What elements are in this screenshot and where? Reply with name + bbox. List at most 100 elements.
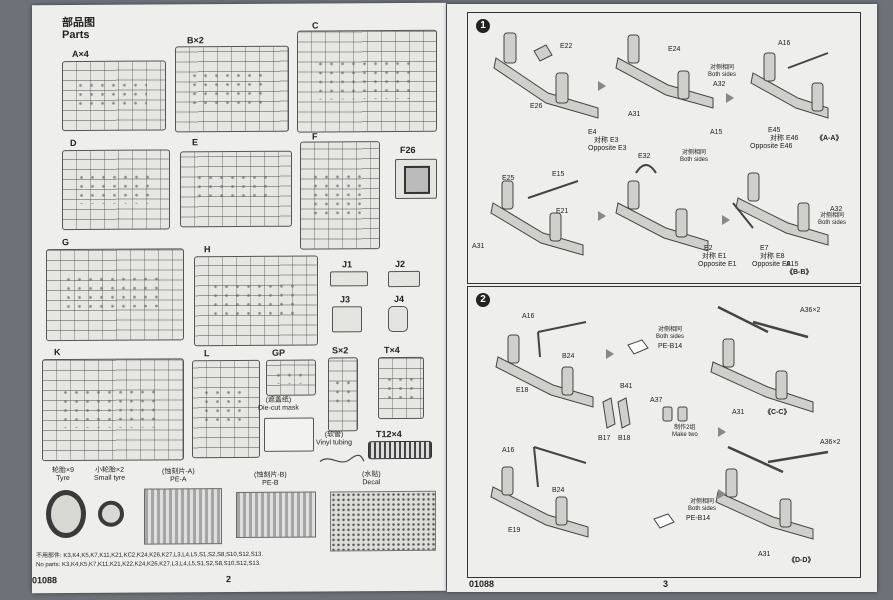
step-arrow	[726, 93, 734, 103]
sprue-label: T×4	[384, 345, 400, 356]
callout-e15: E15	[552, 171, 565, 178]
callout-e24: E24	[668, 46, 681, 53]
make-two-cn: 制作2组	[674, 425, 696, 431]
callout-a31-lower: A31	[758, 551, 771, 558]
small-tyre-cn: 小轮胎×2	[95, 466, 125, 474]
parts-title: 部品图 Parts	[62, 17, 95, 41]
step-arrow	[598, 211, 606, 221]
sprue-label: K	[54, 347, 61, 358]
small-tyre-label: 小轮胎×2 Small tyre	[94, 467, 125, 483]
both-sides-cn: 对侧相同	[658, 327, 683, 333]
view-c-c: 《C-C》	[764, 409, 791, 416]
both-sides-en: Both sides	[656, 334, 685, 340]
sprue-t	[378, 356, 424, 420]
sprue-d	[62, 149, 170, 231]
sprue-label: D	[70, 137, 77, 149]
callout-pe-b14: PE-B14	[658, 343, 683, 350]
pe-b-label: (蚀刻片-B) PE-B	[254, 472, 287, 488]
small-tyre-en: Small tyre	[94, 474, 126, 482]
both-sides-cn: 对侧相同	[820, 213, 845, 219]
vinyl-tubing-drawing	[319, 454, 365, 463]
opposite-e1-cn: 对称 E1	[702, 253, 727, 260]
callout-a31-lower: A31	[472, 243, 485, 250]
die-cut-mask-label: (遮盖纸) Die-cut mask	[258, 397, 299, 413]
decal-en: Decal	[362, 479, 381, 487]
sprue-label: F	[312, 131, 318, 142]
sprue-f	[300, 141, 380, 250]
callout-a15-lower: A15	[786, 261, 799, 268]
part-j3	[332, 306, 362, 333]
both-sides-cn: 对侧相同	[690, 499, 715, 505]
sprue-label: J4	[394, 293, 405, 305]
sprue-k	[42, 358, 184, 462]
sprue-gp	[266, 359, 316, 396]
step-arrow	[718, 427, 726, 437]
callout-a36: A36×2	[800, 307, 821, 314]
die-cut-mask-cn: (遮盖纸)	[265, 396, 292, 404]
vinyl-tubing-label: (软管) Vinyl tubing	[316, 431, 352, 447]
unused-parts-en: No parts: K3,K4,K5,K7,K11,K21,K22,K24,K2…	[36, 560, 261, 569]
sprue-label: A×4	[72, 48, 89, 60]
part-j1	[330, 271, 368, 287]
part-f26-box	[395, 158, 437, 200]
step-arrow	[606, 349, 614, 359]
callout-a36-lower: A36×2	[820, 439, 841, 446]
callout-e19: E19	[508, 527, 521, 534]
sprue-b	[175, 45, 289, 133]
callout-b17: B17	[598, 435, 611, 442]
left-page-parts-map: 部品图 Parts A×4 B×2 C D E F F26 G H J1 J2 …	[32, 2, 446, 594]
callout-e4: E4	[588, 129, 597, 136]
pe-b-cn: (蚀刻片-B)	[254, 471, 287, 479]
callout-a32-lower: A32	[830, 206, 843, 213]
callout-b24: B24	[562, 353, 575, 360]
unused-parts-cn: 不用部件: K3,K4,K5,K7,K11,K21,KC2,K24,K26,K2…	[36, 551, 264, 560]
sprue-label: GP	[272, 347, 286, 358]
both-sides-note: 对侧相同 Both sides	[818, 213, 846, 227]
both-sides-note: 对侧相同 Both sides	[656, 327, 684, 341]
opposite-e8-cn: 对称 E8	[760, 253, 785, 260]
part-t12-track	[368, 440, 432, 460]
sprue-c	[297, 29, 437, 133]
sprue-label: H	[204, 244, 211, 255]
vinyl-tubing-cn: (软管)	[324, 431, 344, 439]
step-2-panel: 2 A16 B2	[467, 286, 861, 578]
sprue-e	[180, 150, 292, 228]
step-1-panel: 1	[467, 12, 861, 284]
sprue-label: J1	[342, 259, 353, 270]
view-d-d: 《D-D》	[788, 557, 815, 564]
opposite-e46-en: Opposite E46	[750, 143, 793, 150]
opposite-e46-cn: 对称 E46	[770, 135, 799, 142]
callout-a37: A37	[650, 397, 663, 404]
callout-a32: A32	[713, 81, 726, 88]
page-number: 3	[663, 579, 669, 589]
step-arrow	[718, 489, 726, 499]
sprue-label: J2	[395, 258, 406, 270]
sprue-label: S×2	[332, 345, 349, 356]
sprue-label: G	[62, 237, 70, 248]
step-arrow	[598, 81, 606, 91]
callout-pe-b14-lower: PE-B14	[686, 515, 711, 522]
tyre-en: Tyre	[56, 475, 70, 483]
both-sides-en: Both sides	[680, 157, 709, 163]
part-j2	[388, 270, 420, 288]
kit-number: 01088	[32, 575, 58, 586]
callout-e45: E45	[768, 127, 781, 134]
callout-e2: E2	[704, 245, 713, 252]
callout-a31: A31	[628, 111, 641, 118]
opposite-e8-en: Opposite E8	[752, 261, 791, 268]
sprue-label: E	[192, 137, 199, 148]
make-two-en: Make two	[672, 432, 698, 438]
sprue-h	[194, 255, 318, 347]
callout-b41: B41	[620, 383, 633, 390]
parts-title-cn: 部品图	[62, 16, 95, 30]
vinyl-tubing-en: Vinyl tubing	[316, 439, 353, 447]
decal-sheet	[330, 490, 436, 552]
opposite-e3-cn: 对称 E3	[594, 137, 619, 144]
callout-b18: B18	[618, 435, 631, 442]
tyre-drawing	[46, 489, 86, 539]
callout-e26: E26	[530, 103, 543, 110]
page-number: 2	[226, 574, 232, 585]
sprue-label: C	[312, 20, 319, 31]
both-sides-note: 对侧相同 Both sides	[680, 150, 708, 164]
make-two-note: 制作2组 Make two	[672, 425, 698, 439]
